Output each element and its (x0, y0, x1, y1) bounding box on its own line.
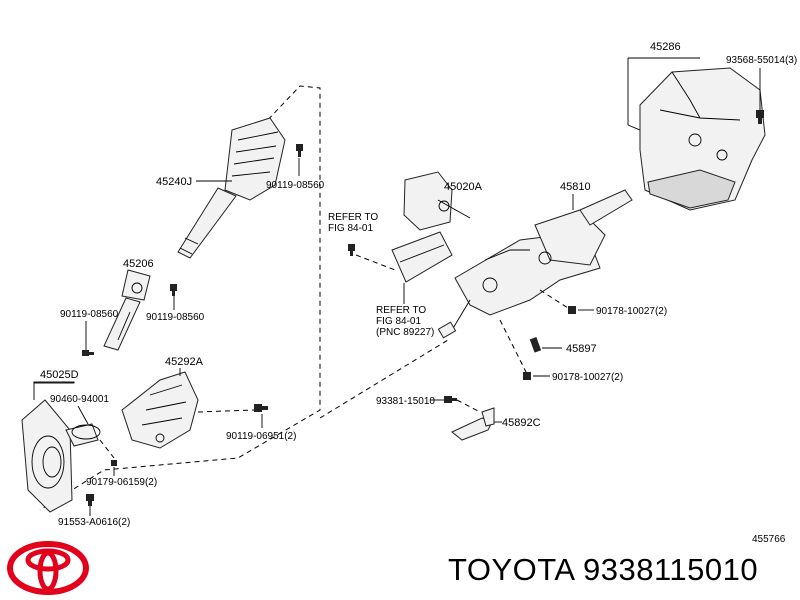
bolt-icon (568, 306, 576, 314)
dash-90179 (99, 439, 115, 459)
dash-90119d (197, 409, 255, 413)
label-refer1-b: FIG 84-01 (328, 223, 373, 234)
bracket-89227 (391, 231, 453, 283)
bolt-icon (111, 460, 117, 466)
label-refer2-a: REFER TO (376, 305, 426, 316)
steering-column-45810 (437, 189, 633, 339)
group-outline (39, 85, 321, 511)
label-90119d: 90119-06951(2) (226, 431, 296, 442)
bracket-45892c (451, 407, 495, 441)
label-45810: 45810 (560, 181, 591, 193)
bracket-45025d-top (33, 381, 75, 384)
label-45286: 45286 (650, 41, 681, 53)
label-90460: 90460-94001 (50, 394, 109, 405)
label-45206: 45206 (123, 258, 154, 270)
label-45240j: 45240J (156, 176, 192, 188)
toyota-logo-icon (7, 541, 89, 595)
bolt-icon (296, 144, 303, 157)
label-45892c: 45892C (502, 417, 541, 429)
group-outline-link (319, 339, 449, 419)
diagram-id: 455766 (752, 534, 786, 545)
intermediate-shaft-45240j (177, 117, 286, 259)
bolt-icon (523, 372, 531, 380)
leader-45286 (627, 57, 700, 131)
label-45897: 45897 (566, 343, 597, 355)
dash-93381 (456, 399, 481, 413)
bolt-icon (444, 396, 457, 403)
bolt-icon (756, 110, 764, 124)
bolt-icon (348, 244, 355, 256)
label-90178a: 90178-10027(2) (596, 306, 667, 317)
column-cover-45286 (639, 67, 766, 211)
dash-90178b (499, 319, 527, 373)
label-91553: 91553-A0616(2) (58, 517, 130, 528)
label-90178b: 90178-10027(2) (552, 372, 623, 383)
bolt-icon (82, 350, 94, 356)
bolt-icon (254, 404, 268, 412)
universal-joint-45206 (103, 269, 151, 351)
dash-90178a (539, 289, 569, 309)
label-90179: 90179-06159(2) (86, 477, 157, 488)
leader-90460 (77, 405, 89, 425)
label-90119a: 90119-08560 (266, 180, 325, 191)
label-90119b: 90119-08560 (60, 309, 119, 320)
label-45292a: 45292A (165, 356, 204, 368)
label-45025d: 45025D (40, 369, 79, 381)
label-93568: 93568-55014(3) (726, 55, 797, 66)
leader-refer1 (355, 254, 396, 271)
cover-45292a (121, 371, 199, 449)
label-refer2-c: (PNC 89227) (376, 327, 434, 338)
bolt-icon (529, 337, 542, 353)
lock-assembly-45020a (403, 171, 471, 231)
label-45020a: 45020A (444, 181, 483, 193)
bolt-icon (86, 494, 94, 506)
label-refer2-b: FIG 84-01 (376, 316, 421, 327)
dust-boot-45025d (21, 399, 101, 513)
brand-part-number: TOYOTA 9338115010 (448, 552, 759, 587)
bolt-icon (170, 284, 177, 296)
label-refer1-a: REFER TO (328, 212, 378, 223)
label-93381: 93381-15010 (376, 396, 435, 407)
label-90119c: 90119-08560 (146, 312, 205, 323)
